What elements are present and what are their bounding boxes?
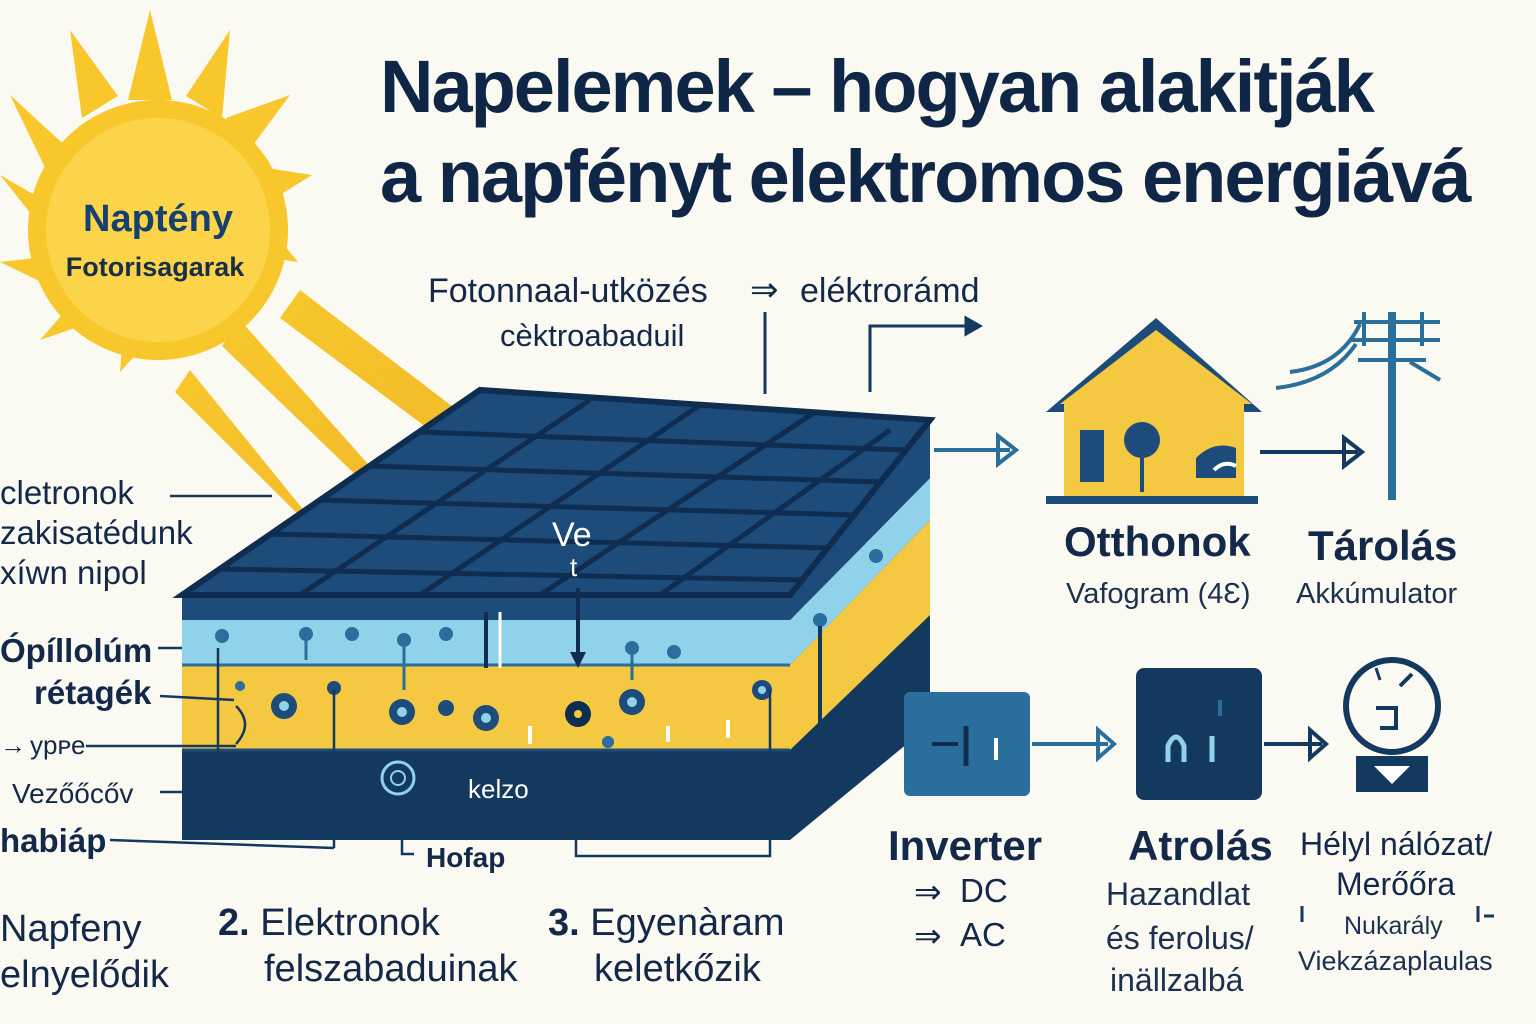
electric-current-label: eléktrorámd <box>800 272 980 310</box>
panel-base-label: kelzo <box>468 774 529 804</box>
atrolas-line1: Hazandlat <box>1106 876 1251 912</box>
atrolas-title: Atrolás <box>1128 822 1273 869</box>
dc-label: DC <box>960 872 1008 909</box>
solar-panel <box>172 386 936 840</box>
step-3: 3. Egyenàram keletkőzik <box>548 900 785 993</box>
storage-to-grid-arrow <box>1264 725 1330 763</box>
utility-pole-icon <box>1275 312 1442 500</box>
grid-line3: Nukarály <box>1344 912 1443 940</box>
electrons-label-line2: zakisatédunk <box>0 514 193 551</box>
top-annotation-connectors <box>763 312 984 394</box>
photon-collision-label: Fotonnaal-utközés <box>428 272 708 310</box>
page-title-line1: Napelemek – hogyan alakitják <box>380 45 1375 128</box>
type-label: ypᴘe <box>30 730 86 760</box>
panel-to-inverter-connector <box>818 626 894 763</box>
inverter-title: Inverter <box>888 822 1043 869</box>
ac-arrow: ⇒ <box>914 917 942 954</box>
panel-to-home-arrow <box>934 431 1020 469</box>
atrolas-line3: inällzalbá <box>1110 962 1244 998</box>
step-2-number: 2. <box>218 902 250 944</box>
homes-title: Otthonok <box>1064 518 1251 565</box>
grid-title: Hélyl nálózat/ <box>1300 826 1493 862</box>
step-2: 2. Elektronok felszabaduinak <box>218 900 518 993</box>
left-leader-lines <box>86 494 772 858</box>
electrons-label-line1: cletronok <box>0 474 134 511</box>
conductor-label: Vezőőcőv <box>12 778 134 809</box>
step-1-line1: Napfeny <box>0 908 142 950</box>
grid-line2: Merőőra <box>1336 866 1456 902</box>
step-3-number: 3. <box>548 902 580 944</box>
homes-subtitle: Vafogram (4Ɛ) <box>1066 578 1251 610</box>
sun-label: Naptény <box>83 198 233 240</box>
storage-subtitle: Akkúmulator <box>1296 578 1458 610</box>
step-1-line2: elnyelődik <box>0 954 169 997</box>
step-3-line2: keletkőzik <box>594 948 761 991</box>
electrons-label-line3: xíwn nipol <box>0 554 147 591</box>
ve-sub-label: t <box>570 552 578 582</box>
grid-line4: Viekzázaplaulas <box>1298 946 1493 976</box>
meter-icon <box>1343 657 1441 792</box>
sun-sublabel: Fotorisagarak <box>65 252 245 282</box>
annotation-arrow: ⇒ <box>750 271 779 309</box>
battery-icon <box>1136 668 1262 800</box>
inverter-icon <box>904 692 1030 796</box>
storage-title: Tárolás <box>1308 522 1458 569</box>
hofap-label: Hofap <box>426 842 506 873</box>
atrolas-line2: és ferolus/ <box>1106 920 1254 956</box>
inverter-to-storage-arrow <box>1032 725 1118 763</box>
base-label: habiáp <box>0 822 107 859</box>
step-2-line1: Elektronok <box>260 902 440 944</box>
page-title-line2: a napfényt elektromos energiává <box>380 135 1472 218</box>
layer-label-line1: Ópíllolúm <box>0 632 153 669</box>
home-to-storage-arrow <box>1260 433 1366 471</box>
type-arrow: → <box>0 730 26 760</box>
step-2-line2: felszabaduinak <box>264 948 518 991</box>
house-icon <box>1046 318 1262 504</box>
ac-label: AC <box>960 916 1006 953</box>
step-1: Napfeny elnyelődik <box>0 906 169 999</box>
layer-label-line2: rétagék <box>34 674 152 711</box>
ve-label: Ve <box>552 516 592 554</box>
dc-arrow: ⇒ <box>914 873 942 910</box>
electron-release-label: cèktroabaduil <box>500 318 685 353</box>
sun-icon <box>0 10 312 372</box>
step-3-line1: Egyenàram <box>590 902 785 944</box>
